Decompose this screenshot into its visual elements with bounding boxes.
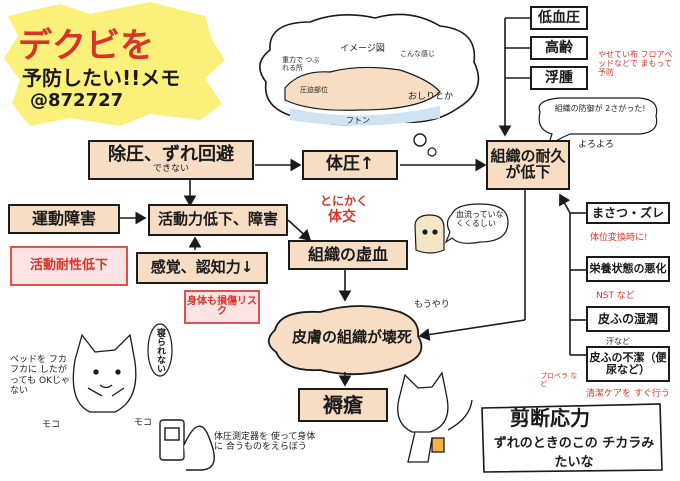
cloud-label-bottom: おしりとか <box>408 92 453 102</box>
cloud-label-futon: フトン <box>346 116 370 125</box>
factor-unclean: 皮ふの不潔（便尿など） <box>586 346 670 382</box>
ulcer-box: 褥瘡 <box>298 388 388 422</box>
pressure-up-box: 体圧↑ <box>302 150 398 180</box>
shear-sub: ずれのときのこの チカラみたいな <box>492 432 656 470</box>
factor-note-nutrition: NST など <box>596 288 635 301</box>
factor-note-friction: 体位変換時に! <box>590 230 648 243</box>
pressure-note2: 体交 <box>328 206 356 226</box>
factor-nutrition: 栄養状態の悪化 <box>586 256 670 282</box>
cloud-label-c: 圧迫部位 <box>300 86 328 94</box>
cat-bed <box>73 335 136 412</box>
moko-1: モコ <box>42 420 60 430</box>
factor-moisture: 皮ふの湿潤 <box>586 306 670 332</box>
bed-note-bubble: 寝られない <box>154 328 167 373</box>
risk-box: 身体も損傷リスク <box>184 290 260 324</box>
bloodflow-note: 血流っていなくくるしい <box>456 210 506 228</box>
title-line1: デクビを <box>18 18 154 67</box>
scale-note: 体圧測定器を 使って身体に 合うものをえらぼう <box>214 432 324 453</box>
moyamoya-note: もうやり <box>414 300 450 310</box>
right-item-elderly: 高齢 <box>530 36 588 60</box>
bed-note: ベッドを フカフカに したがっても OKじゃない <box>10 355 70 396</box>
sensation-box: 感覚、認知力↓ <box>136 252 268 284</box>
avoid-box: 除圧、ずれ回避 できない <box>88 140 254 180</box>
ischemia-box: 組織の虚血 <box>288 240 408 270</box>
shear-title: 剪断応力 <box>510 402 590 431</box>
yoroyoro-note: よろよろ <box>578 140 614 150</box>
right-item-low-bp: 低血圧 <box>530 6 588 30</box>
motor-box: 運動障害 <box>8 204 120 234</box>
avoid-label: 除圧、ずれ回避 <box>108 146 234 165</box>
scale-device <box>160 420 214 470</box>
title-handle: @872727 <box>30 90 123 111</box>
title-line2: 予防したい!!メモ <box>22 62 180 91</box>
cloud-label-a: 重力で つぶれる所 <box>282 56 326 72</box>
right-item-edema: 浮腫 <box>530 66 588 90</box>
factor-friction: まさつ・ズレ <box>586 202 670 224</box>
cat-shear <box>398 373 472 462</box>
tissue-box: 組織の耐久が低下 <box>486 140 570 190</box>
defense-note: 組織の防御が 2さがった! <box>548 104 652 113</box>
activity-box: 活動力低下、障害 <box>148 204 288 236</box>
thin-note: やせてい布 フロアベッドなどで まもって予防 <box>598 50 676 78</box>
skin-damage-label: 皮膚の組織が壊死 <box>292 326 412 347</box>
activity-drop-box: 活動耐性低下 <box>10 246 128 286</box>
moko-2: モコ <box>134 418 152 428</box>
cat-center <box>415 215 444 253</box>
cannot-label: できない <box>153 165 189 174</box>
pro-note: プロペラ など <box>540 372 580 388</box>
cloud-label-b: こんな感じ <box>400 50 435 58</box>
cloud-label-image: イメージ図 <box>340 44 385 54</box>
factor-note-unclean: 清潔ケアを すぐ行う <box>586 386 672 399</box>
